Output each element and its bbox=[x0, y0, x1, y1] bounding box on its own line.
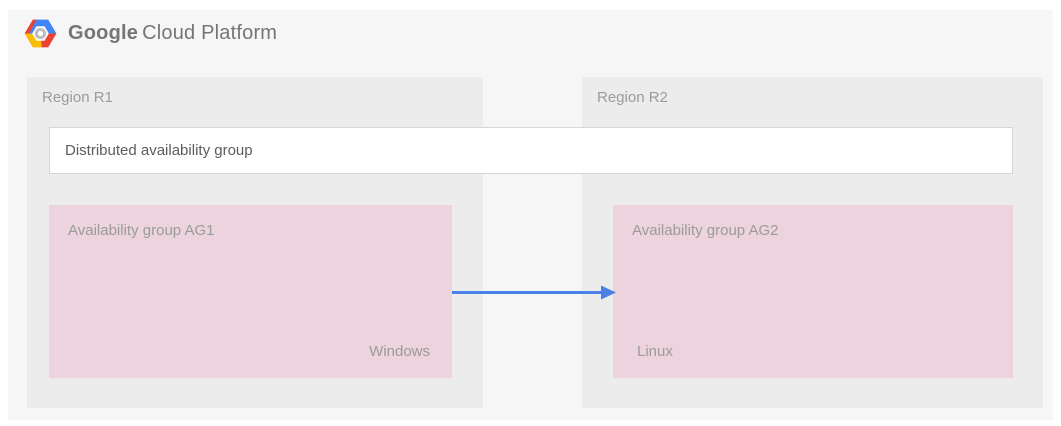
region-r2-label: Region R2 bbox=[597, 89, 668, 106]
region-r1-label: Region R1 bbox=[42, 89, 113, 106]
ag2-os-label: Linux bbox=[637, 343, 673, 360]
distributed-availability-group-label: Distributed availability group bbox=[65, 142, 253, 159]
availability-group-ag1-box: Availability group AG1 Windows bbox=[49, 205, 452, 378]
logo-text-google: Google bbox=[68, 22, 139, 44]
availability-group-ag2-label: Availability group AG2 bbox=[632, 222, 779, 239]
ag1-os-label: Windows bbox=[369, 343, 430, 360]
availability-group-ag1-label: Availability group AG1 bbox=[68, 222, 215, 239]
replication-arrow-icon bbox=[452, 285, 616, 300]
distributed-availability-group-box: Distributed availability group bbox=[49, 127, 1013, 174]
gcp-hexagon-logo-icon bbox=[24, 19, 57, 48]
logo-text-cloud-platform: Cloud Platform bbox=[142, 22, 278, 44]
availability-group-ag2-box: Availability group AG2 Linux bbox=[613, 205, 1013, 378]
